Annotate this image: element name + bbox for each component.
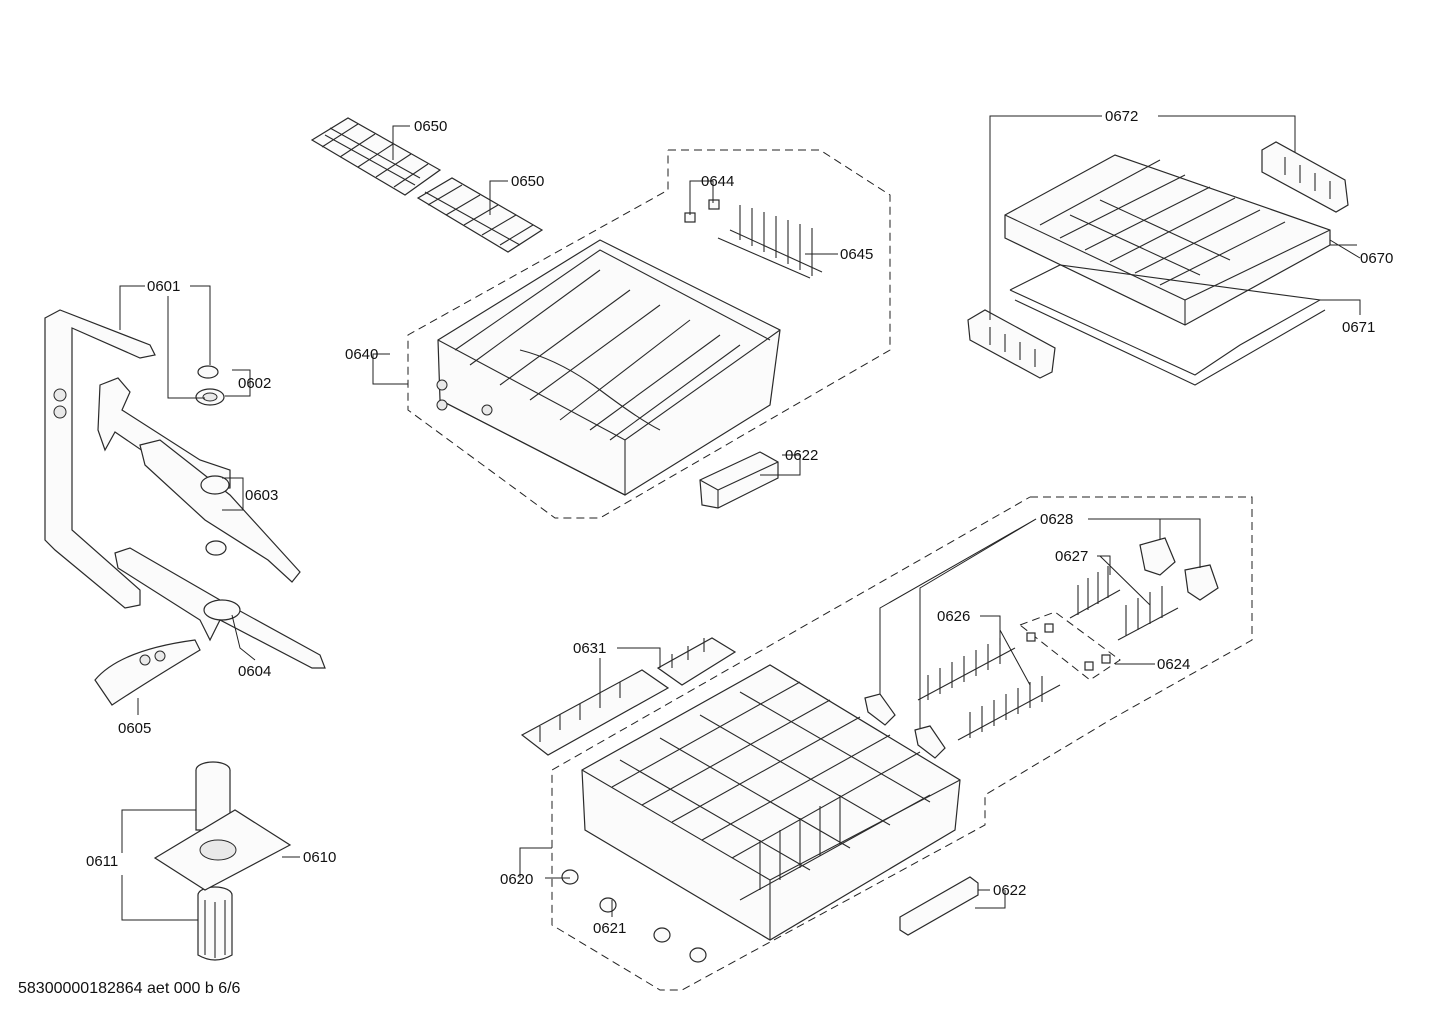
label-0622-lower: 0622 — [993, 882, 1026, 899]
callout-leader-lines — [119, 115, 1361, 921]
tine-rack-0645 — [717, 205, 823, 279]
micro-filter-plate-0610 — [153, 809, 292, 891]
tray-side-rail-0672-left — [967, 309, 1056, 379]
upper-basket-group — [407, 149, 891, 519]
upper-spray-arm-0603 — [97, 377, 301, 583]
rack-holders-0628 — [864, 537, 1219, 759]
label-0603: 0603 — [245, 487, 278, 504]
label-0628: 0628 — [1040, 511, 1073, 528]
label-0640: 0640 — [345, 346, 378, 363]
label-0601: 0601 — [147, 278, 180, 295]
label-0624: 0624 — [1157, 656, 1190, 673]
fold-tine-rack-0626-a — [917, 638, 1016, 701]
label-0650-a: 0650 — [414, 118, 447, 135]
lower-basket-0620 — [581, 664, 961, 941]
label-0644: 0644 — [701, 173, 734, 190]
label-0611: 0611 — [86, 853, 118, 870]
fold-down-grid-0650-b — [416, 177, 544, 253]
fold-down-grid-0631-b — [656, 637, 737, 686]
wheels-0621 — [561, 869, 707, 963]
filter-cover-0605 — [94, 639, 201, 706]
impeller-0602 — [195, 365, 225, 406]
handle-0622-lower — [899, 876, 979, 936]
document-footer-code: 58300000182864 aet 000 b 6/6 — [18, 980, 241, 997]
label-0670: 0670 — [1360, 250, 1393, 267]
label-0610: 0610 — [303, 849, 336, 866]
clip-set-0624 — [1018, 611, 1121, 681]
label-0622-upper: 0622 — [785, 447, 818, 464]
label-0627: 0627 — [1055, 548, 1088, 565]
label-0620: 0620 — [500, 871, 533, 888]
upper-basket-0640 — [436, 239, 781, 496]
callout-labels: 0650 0650 0644 0645 0640 0622 0672 0670 … — [86, 108, 1393, 937]
filter-assembly-0611 — [195, 761, 233, 961]
tray-frame-0671 — [1009, 264, 1326, 386]
label-0671: 0671 — [1342, 319, 1375, 336]
label-0631: 0631 — [573, 640, 606, 657]
fold-tine-rack-0626-b — [957, 676, 1061, 741]
fold-down-grid-0631-a — [520, 669, 670, 756]
label-0672: 0672 — [1105, 108, 1138, 125]
label-0650-b: 0650 — [511, 173, 544, 190]
label-0604: 0604 — [238, 663, 271, 680]
label-0605: 0605 — [118, 720, 151, 737]
cutlery-bin-0622-upper — [699, 451, 779, 509]
lower-spray-arm-0604 — [114, 547, 326, 669]
label-0626: 0626 — [937, 608, 970, 625]
fold-tine-rack-0627 — [1069, 566, 1179, 641]
water-supply-pipe-0601 — [44, 309, 156, 609]
label-0645: 0645 — [840, 246, 873, 263]
fold-down-grid-0650-a — [310, 117, 442, 196]
lower-basket-group — [551, 496, 1253, 991]
tray-side-rail-0672-right — [1261, 141, 1349, 213]
label-0621: 0621 — [593, 920, 626, 937]
label-0602: 0602 — [238, 375, 271, 392]
